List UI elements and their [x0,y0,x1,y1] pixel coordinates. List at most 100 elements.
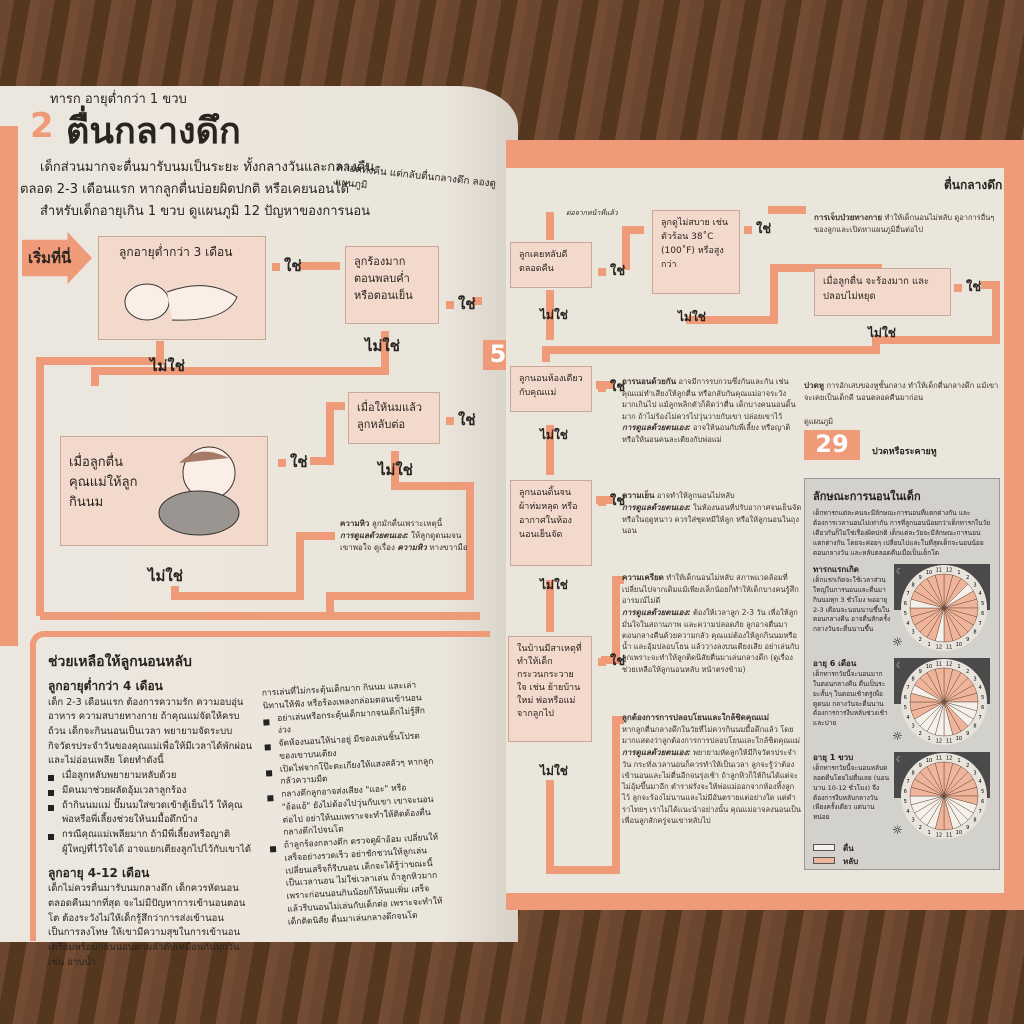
clock-hour-label: 9 [966,825,969,831]
clock-hour-label: 3 [912,818,915,824]
right-page: ตื่นกลางดึก ต่อจากหน้าที่แล้ว ลูกเคยหลับ… [506,140,1024,910]
clock-hour-label: 1 [957,570,960,576]
help-para-1: เด็ก 2-3 เดือนแรก ต้องการความรัก ความอบอ… [48,696,253,767]
selfcare-label: การดูแลด้วยตนเอง: [622,747,691,757]
clock-hour-label: 2 [919,825,922,831]
intro-line-2: ตลอด 2-3 เดือนแรก หากลูกตื่นบ่อยผิดปกติ … [20,182,350,197]
clock-text: เด็กแรกเกิดจะใช้เวลาส่วนใหญ่ในการนอนและต… [813,576,891,634]
stress-title: ความเครียด [622,573,664,582]
clock-hour-label: 3 [912,630,915,636]
continued-note: ต่อจากหน้าที่แล้ว [566,209,618,217]
left-page: ทารก อายุต่ำกว่า 1 ขวบ 2 ตื่นกลางดึก เด็… [0,86,518,968]
running-head: ทารก อายุต่ำกว่า 1 ขวบ [50,92,187,107]
clock-hour-label: 7 [907,685,910,691]
clock-hour-label: 8 [912,771,915,777]
clock-hour-label: 12 [936,833,942,839]
asleep-segment [935,762,945,797]
box-label: เมื่อลูกตื่น คุณแม่ให้ลูก กินนม [69,455,138,511]
clock-hour-label: 10 [926,570,932,576]
selfcare-label: การดูแลด้วยตนเอง: [622,503,691,512]
no-label: ไม่ใช่ [365,337,400,355]
sun-icon: ☼ [892,823,903,837]
no-label: ไม่ใช่ [378,461,413,479]
flow-box-cry-wake: เมื่อลูกตื่น จะร้องมาก และปลอบไม่หยุด [814,268,951,316]
cosleep-title: การนอนด้วยกัน [622,377,677,386]
hunger-ref: ความหิว [397,543,427,552]
flow-box-same-room: ลูกนอนห้องเดียวกับคุณแม่ [510,366,592,412]
flow-box-feed: เมื่อลูกตื่น คุณแม่ให้ลูก กินนม [60,436,268,546]
no-label: ไม่ใช่ [150,357,185,375]
moon-icon: ☾ [896,567,903,576]
clock-hour-label: 5 [904,705,907,711]
help-sub-under-4-months: ลูกอายุต่ำกว่า 4 เดือน [48,679,163,693]
help-heading: ช่วยเหลือให้ลูกนอนหลับ [48,654,192,670]
cosleep-text: อาจมีการรบกวนซึ่งกันและกัน เช่น คุณแม่ทำ… [622,377,796,421]
hunger-note: ความหิว ลูกมักตื่นเพราะเหตุนี้ การดูแลด้… [340,518,470,554]
breastfeeding-illustration [158,446,240,536]
clock-hour-label: 12 [936,739,942,745]
sleep-clock-row: อายุ 6 เดือนเด็กทารกวัยนี้จะนอนมากในตอนก… [813,654,991,746]
clock-hour-label: 4 [907,809,910,815]
clock-hour-label: 12 [946,568,952,574]
clock-hour-label: 9 [966,637,969,643]
clock-hour-label: 7 [979,809,982,815]
clock-hour-label: 10 [956,736,962,742]
clock-hour-label: 1 [928,830,931,836]
earache-title: ปวดหู [804,381,825,390]
cold-care: ในห้องนอนที่ปรับอากาศจนเย็นจัดหรือในฤดูห… [622,503,802,536]
stress-note: ความเครียด ทำให้เด็กนอนไม่หลับ สภาพแวดล้… [622,572,802,675]
stress-text: ทำให้เด็กนอนไม่หลับ สภาพแวดล้อมที่เปลี่ย… [622,573,799,606]
comfort-text: หากลูกตื่นกลางดึกในวัยที่ไม่ควรกินนมมื้อ… [622,725,800,746]
clock-hour-label: 4 [979,591,982,597]
legend-awake-swatch [813,844,835,852]
help-bullets-2: อย่าเล่นหรือกระตุ้นเด็กมากจนเด็กไม่รู้สึ… [263,704,444,929]
yes-label: ใช่ [744,218,771,239]
clock-hour-label: 12 [936,645,942,651]
left-edge-stripe [0,126,18,646]
asleep-segment [935,574,945,609]
chart-number: 2 [30,106,54,146]
legend: ตื่น หลับ [813,842,991,868]
asleep-segment [935,668,945,703]
clock-hour-label: 11 [946,739,952,745]
clock-hour-label: 2 [966,763,969,769]
chart-ref-title: ปวดหรือระคายหู [872,447,937,457]
clock-hour-label: 9 [919,669,922,675]
clock-hour-label: 8 [973,630,976,636]
moon-icon: ☾ [896,661,903,670]
clock-hour-label: 4 [979,779,982,785]
yes-label: ใช่ [598,376,625,397]
help-sub-4-12-months: ลูกอายุ 4-12 เดือน [48,865,150,880]
clock-hour-label: 12 [946,662,952,668]
clock-hour-label: 4 [907,715,910,721]
hunger-ref-tail: ทางขวามือ [429,543,468,552]
clock-hour-label: 7 [979,621,982,627]
clock-hour-label: 3 [973,583,976,589]
clock-hour-label: 2 [966,575,969,581]
clock-hour-label: 10 [956,642,962,648]
yes-label: ใช่ [446,408,476,432]
bullet-item: กรณีคุณแม่เพลียมาก ถ้ามีพี่เลี้ยงหรือญาต… [48,828,253,857]
help-sleep-section: ช่วยเหลือให้ลูกนอนหลับ ลูกอายุต่ำกว่า 4 … [30,631,490,968]
selfcare-label: การดูแลด้วยตนเอง: [622,422,691,432]
no-label: ไม่ใช่ [540,428,568,442]
clock-text: เด็กทารกวัยนี้จะนอนมากในตอนกลางคืน ตื่นเ… [813,670,888,728]
cosleep-note: การนอนด้วยกัน อาจมีการรบกวนซึ่งกันและกัน… [622,376,797,445]
clock-hour-label: 8 [912,677,915,683]
sleep-patterns-sidebar: ลักษณะการนอนในเด็ก เด็กทารกแต่ละคนจะมีลั… [804,478,1000,870]
intro-line-3: สำหรับเด็กอายุเกิน 1 ขวบ ดูแผนภูมิ 12 ปั… [40,204,371,219]
bullet-item: กลางดึกลูกอาจส่งเสียง "แอะ" หรือ "อ้อแอ้… [267,781,439,841]
no-label: ไม่ใช่ [540,308,568,322]
clock-hour-label: 11 [936,756,942,762]
clock-hour-label: 5 [981,789,984,795]
bullet-item: ถ้าลูกร้องกลางดึก ตรวจดูผ้าอ้อม เปลี่ยนใ… [270,832,444,930]
flow-box-slept-well: ลูกเคยหลับดีตลอดคืน [510,242,592,288]
flow-box-unwell: ลูกดูไม่สบาย เช่น ตัวร้อน 38˚C (100˚F) ห… [652,210,740,294]
clock-title: อายุ 6 เดือน [813,659,857,669]
clock-hour-label: 11 [946,645,952,651]
yes-label: ใช่ [598,650,625,671]
bullet-item: ถ้ากินนมแม่ ปั๊มนมใส่ขวดเข้าตู้เย็นไว้ ใ… [48,799,253,828]
clock-hour-label: 2 [919,731,922,737]
